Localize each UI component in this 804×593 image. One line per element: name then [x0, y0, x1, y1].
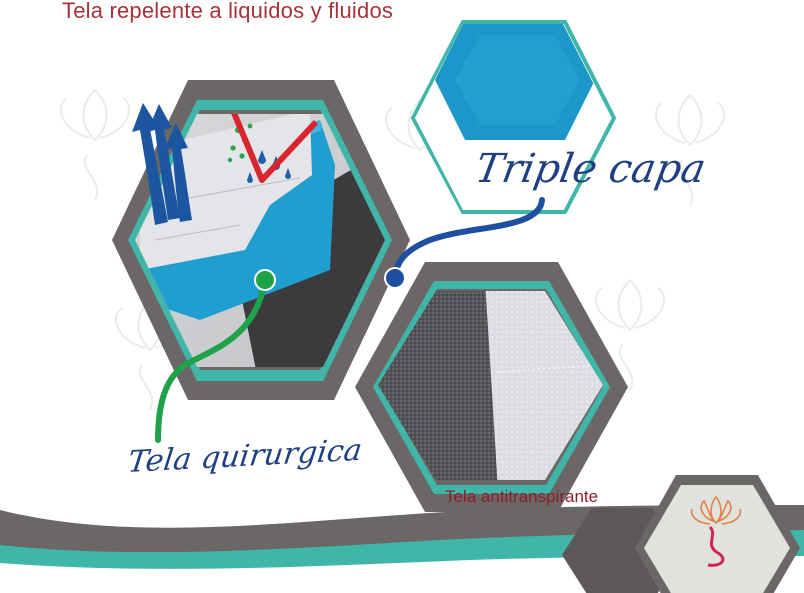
hex-fabric-swatch — [355, 262, 628, 512]
hex-blue-fabric — [410, 20, 617, 214]
liquid-drops-icon — [227, 114, 319, 183]
lotus-watermark — [594, 278, 666, 391]
page-title: Tela repelente a liquidos y fluidos — [62, 0, 394, 23]
airflow-arrows-icon — [132, 103, 192, 225]
lotus-watermark — [654, 93, 726, 206]
logo-hex-group — [562, 475, 800, 593]
connector-tela-quirurgica — [155, 269, 276, 443]
label-triple-capa: Triple capa — [471, 146, 710, 192]
hex-main-layers — [112, 80, 410, 400]
connector-triple-capa — [384, 197, 545, 289]
lotus-watermark — [59, 88, 131, 201]
label-tela-antitranspirante: Tela antitranspirante — [445, 487, 599, 506]
brand-lotus-logo — [690, 495, 742, 567]
